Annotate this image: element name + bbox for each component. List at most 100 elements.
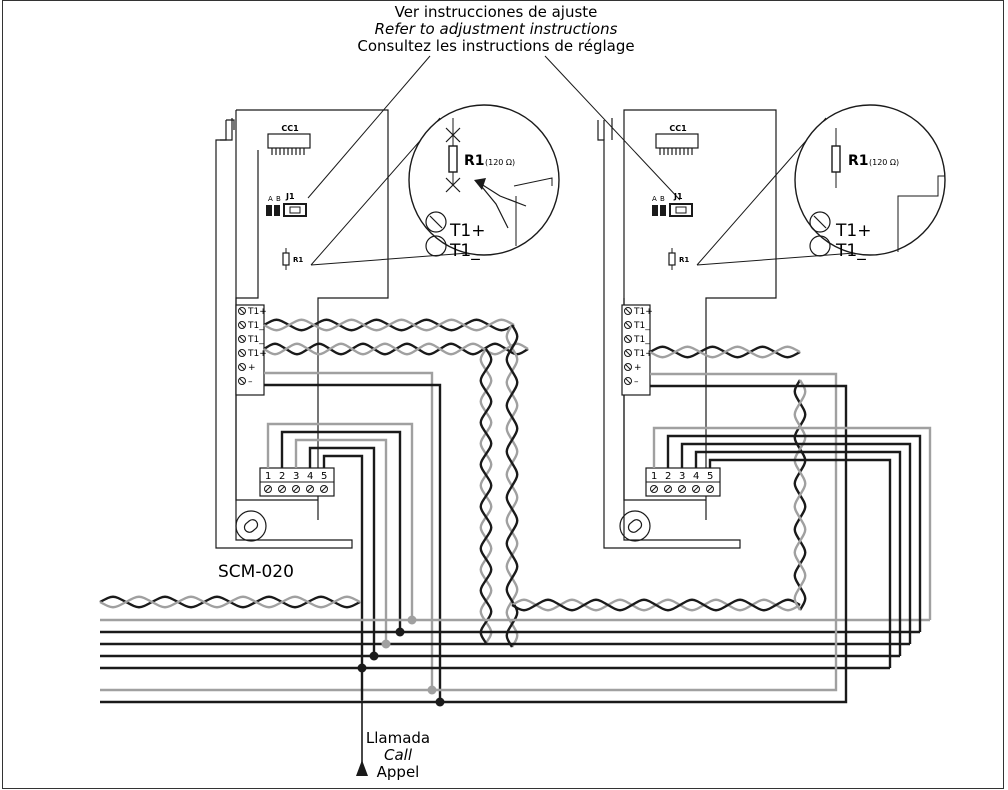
mounting-hole <box>235 510 267 542</box>
call-english: Call <box>384 746 413 764</box>
twisted-pair <box>263 342 529 356</box>
arrow-up-icon <box>356 760 368 776</box>
pointer-line-left <box>307 55 431 199</box>
terminal-block-t1: T1+ T1_ T1_ T1+ + – <box>235 304 267 396</box>
zoom-t1-plus: T1+ <box>835 221 871 241</box>
jumper-j1 <box>283 203 307 217</box>
bus-wire <box>308 446 376 656</box>
terminal-label: – <box>248 377 253 387</box>
jumper-b <box>274 205 280 216</box>
label-cc1: CC1 <box>281 124 299 133</box>
terminal-label: T1_ <box>633 335 650 345</box>
junction-dot <box>357 663 367 673</box>
power-line <box>100 372 838 692</box>
terminal-number: 1 <box>651 471 657 482</box>
twisted-pair <box>479 348 493 644</box>
label-j1: J1 <box>285 192 295 201</box>
terminal-number: 5 <box>707 471 713 482</box>
terminal-number: 3 <box>679 471 685 482</box>
label-r1: R1 <box>293 256 303 264</box>
zoom-r1-label: R1 <box>464 153 485 169</box>
terminal-label: T1+ <box>247 307 267 317</box>
terminal-number: 5 <box>321 471 327 482</box>
terminal-label: + <box>634 363 642 373</box>
module-left: CC1 A B J1 R1 R1 (120 Ω) T1+ <box>215 104 560 582</box>
junction-dot <box>395 627 405 637</box>
junction-dot <box>435 697 445 707</box>
zoom-r1-label: R1 <box>848 153 869 169</box>
zoom-t1-minus: T1_ <box>449 241 480 261</box>
label-j1: J1 <box>673 192 683 201</box>
resistor-r1 <box>282 252 290 266</box>
junction-dot <box>369 651 379 661</box>
terminal-number: 2 <box>279 471 285 482</box>
twisted-pair <box>263 318 515 332</box>
bus-wire <box>652 426 932 620</box>
module-name: SCM-020 <box>218 562 294 582</box>
terminal-label: T1+ <box>633 349 653 359</box>
terminal-block-t1: T1+ T1_ T1_ T1+ + – <box>621 304 653 396</box>
junction-dot <box>407 615 417 625</box>
terminal-number: 4 <box>307 471 313 482</box>
zoom-detail-right: R1 (120 Ω) T1+ T1_ <box>794 104 946 261</box>
jumper-a <box>652 205 658 216</box>
zoom-r1-value: (120 Ω) <box>869 158 899 167</box>
connector-cc1 <box>655 133 699 149</box>
label-jumper-b: B <box>660 195 665 203</box>
terminal-label: T1+ <box>247 349 267 359</box>
bus-wire <box>694 450 902 656</box>
label-r1: R1 <box>679 256 689 264</box>
terminal-number: 4 <box>693 471 699 482</box>
bus-wire <box>294 438 388 644</box>
terminal-label: T1_ <box>633 321 650 331</box>
terminal-label: T1_ <box>247 335 264 345</box>
jumper-j1 <box>669 203 693 217</box>
terminal-label: + <box>248 363 256 373</box>
zoom-detail-left: R1 (120 Ω) T1+ T1_ <box>408 104 560 261</box>
terminal-label: – <box>634 377 639 387</box>
terminal-label: T1_ <box>247 321 264 331</box>
twisted-pair <box>793 379 807 611</box>
wiring <box>99 318 932 707</box>
bus-wire <box>708 458 892 668</box>
bus-wire <box>666 434 922 632</box>
terminal-number: 3 <box>293 471 299 482</box>
twisted-pair <box>99 595 361 609</box>
twisted-pair <box>511 598 801 612</box>
label-jumper-a: A <box>268 195 273 203</box>
jumper-b <box>660 205 666 216</box>
note-english: Refer to adjustment instructions <box>375 20 618 38</box>
junction-dot <box>427 685 437 695</box>
power-line <box>100 384 848 704</box>
call-spanish: Llamada <box>366 729 430 747</box>
zoom-t1-plus: T1+ <box>449 221 485 241</box>
power-wire <box>264 383 442 702</box>
note-french: Consultez les instructions de réglage <box>357 37 634 55</box>
bus-wire <box>680 442 912 644</box>
zoom-r1-value: (120 Ω) <box>485 158 515 167</box>
label-cc1: CC1 <box>669 124 687 133</box>
terminal-number: 2 <box>665 471 671 482</box>
connector-cc1 <box>267 133 311 149</box>
terminal-label: T1+ <box>633 307 653 317</box>
bus-wire <box>266 422 414 620</box>
bus-wire <box>322 454 364 668</box>
mounting-hole <box>619 510 651 542</box>
label-jumper-a: A <box>652 195 657 203</box>
bus-wire <box>280 430 402 632</box>
call-french: Appel <box>377 763 420 781</box>
jumper-a <box>266 205 272 216</box>
junction-dot <box>381 639 391 649</box>
twisted-pair <box>505 324 519 648</box>
twisted-pair <box>649 345 801 359</box>
terminal-number: 1 <box>265 471 271 482</box>
power-wire <box>264 371 434 690</box>
module-right: CC1 A B J1 R1 R1 (120 Ω) T1+ T1_ T1+T1_T… <box>597 104 946 549</box>
wire-cutter-icon <box>477 181 527 229</box>
adjustment-note: Ver instrucciones de ajuste Refer to adj… <box>357 3 634 55</box>
note-spanish: Ver instrucciones de ajuste <box>395 3 598 21</box>
